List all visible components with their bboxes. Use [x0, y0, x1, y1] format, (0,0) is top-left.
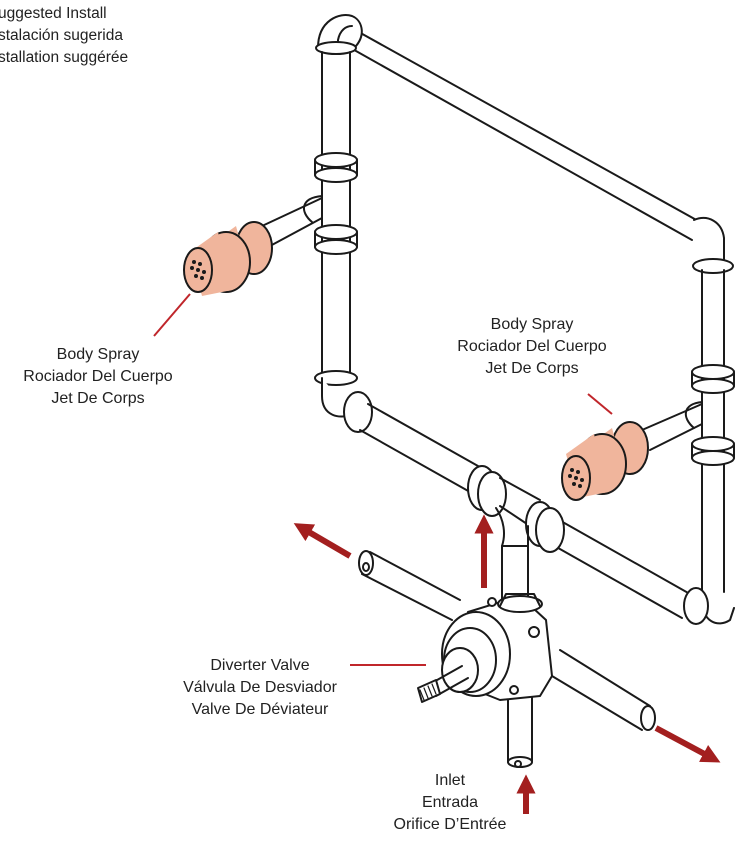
label-line: Body Spray — [490, 316, 574, 333]
flow-arrow-left-outlet — [293, 523, 352, 559]
label-diverter-valve: Diverter Valve Válvula De Desviador Valv… — [160, 655, 360, 721]
install-title: uggested Install stalación sugerida stal… — [0, 3, 128, 69]
frame-bottom-pipe — [359, 403, 691, 619]
label-line: Jet De Corps — [485, 360, 579, 377]
inlet-pipe — [507, 689, 533, 768]
label-line: Diverter Valve — [210, 657, 310, 674]
leader-right-spray — [587, 393, 613, 415]
valve-riser-pipe — [501, 545, 529, 603]
install-title-fr: stallation suggérée — [0, 49, 129, 66]
install-title-es: stalación sugerida — [0, 27, 123, 44]
label-body-spray-left: Body Spray Rociador Del Cuerpo Jet De Co… — [0, 344, 196, 410]
label-body-spray-right: Body Spray Rociador Del Cuerpo Jet De Co… — [432, 314, 632, 380]
label-line: Orifice D’Entrée — [393, 816, 507, 833]
left-outlet-pipe — [358, 550, 461, 621]
diverter-valve-body — [417, 593, 553, 703]
right-outlet-pipe — [551, 649, 656, 731]
label-line: Entrada — [421, 794, 479, 811]
label-line: Jet De Corps — [51, 390, 145, 407]
body-spray-right — [561, 421, 649, 501]
right-branch-pipe — [641, 401, 703, 451]
elbow-bottom-left — [321, 377, 373, 433]
body-spray-left — [183, 221, 273, 296]
frame-left-riser — [314, 51, 358, 386]
left-branch-pipe — [261, 195, 323, 247]
frame-right-riser — [691, 269, 735, 593]
flow-arrow-right-outlet — [654, 725, 721, 763]
label-line: Rociador Del Cuerpo — [23, 368, 173, 385]
leader-left-spray — [153, 293, 191, 337]
elbow-bottom-right — [683, 587, 735, 625]
elbow-top-left — [315, 14, 363, 55]
label-line: Inlet — [434, 772, 466, 789]
label-line: Rociador Del Cuerpo — [457, 338, 607, 355]
label-line: Valve De Déviateur — [191, 701, 329, 718]
frame-top-pipe — [339, 25, 701, 241]
elbow-top-right — [692, 217, 734, 274]
label-line: Body Spray — [56, 346, 140, 363]
label-line: Válvula De Desviador — [183, 679, 337, 696]
center-tee — [467, 465, 565, 553]
install-title-en: uggested Install — [0, 5, 107, 22]
label-inlet: Inlet Entrada Orifice D’Entrée — [380, 770, 520, 836]
